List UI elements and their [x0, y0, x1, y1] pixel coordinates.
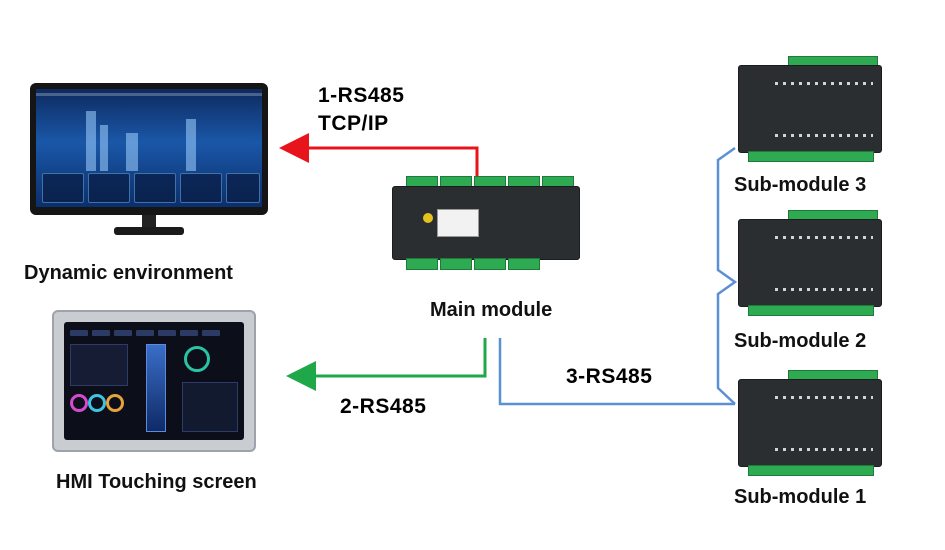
monitor-frame — [30, 83, 268, 215]
screen-card — [88, 173, 130, 203]
link3-line — [498, 338, 735, 406]
screen-topbar — [36, 93, 262, 96]
terminal-block — [406, 258, 438, 270]
hmi-tab — [114, 330, 132, 336]
main-module-body — [392, 186, 580, 260]
hmi-tab — [158, 330, 176, 336]
screen-card — [180, 173, 222, 203]
pin-row — [775, 82, 873, 85]
terminal-block — [748, 151, 874, 162]
hmi-gauge — [88, 394, 106, 412]
pin-row — [775, 396, 873, 399]
monitor-neck — [142, 215, 156, 229]
sub-module-2-device — [738, 210, 882, 316]
hmi-cabinet — [146, 344, 166, 432]
hmi-panel — [70, 344, 128, 386]
sub-module-1-label: Sub-module 1 — [734, 486, 867, 508]
dynamic-environment-label: Dynamic environment — [24, 262, 233, 284]
hmi-tab — [180, 330, 198, 336]
screen-card — [226, 173, 260, 203]
link2-label: 2-RS485 — [340, 395, 427, 418]
link1-label-line1: 1-RS485 — [318, 84, 405, 107]
main-module-device — [392, 176, 580, 270]
hmi-device — [52, 310, 256, 452]
main-module-label: Main module — [430, 299, 553, 321]
hmi-chart-panel — [182, 382, 238, 432]
hmi-gauge — [70, 394, 88, 412]
terminal-block — [748, 305, 874, 316]
bus-line — [716, 146, 738, 405]
screen-building — [100, 125, 108, 171]
pin-row — [775, 448, 873, 451]
terminal-block — [748, 465, 874, 476]
pin-row — [775, 236, 873, 239]
link1-line — [279, 133, 479, 176]
screen-building — [186, 119, 196, 171]
sub-module-3-label: Sub-module 3 — [734, 174, 867, 196]
hmi-tab — [70, 330, 88, 336]
screen-building — [86, 111, 96, 171]
screen-card — [42, 173, 84, 203]
link3-label: 3-RS485 — [566, 365, 653, 388]
terminal-block — [508, 258, 540, 270]
terminal-block — [474, 258, 506, 270]
sub-module-3-device — [738, 56, 882, 162]
main-module-indicator — [423, 213, 433, 223]
main-module-plate — [437, 209, 479, 237]
hmi-tab — [202, 330, 220, 336]
hmi-gauge — [184, 346, 210, 372]
sub-module-body — [738, 219, 882, 307]
hmi-gauge — [106, 394, 124, 412]
pin-row — [775, 134, 873, 137]
screen-building — [126, 133, 138, 171]
hmi-tab — [92, 330, 110, 336]
monitor-screen — [36, 89, 262, 207]
hmi-screen — [64, 322, 244, 440]
hmi-label: HMI Touching screen — [56, 471, 257, 493]
sub-module-body — [738, 65, 882, 153]
sub-module-2-label: Sub-module 2 — [734, 330, 867, 352]
monitor-device — [30, 83, 268, 241]
pin-row — [775, 288, 873, 291]
hmi-tab — [136, 330, 154, 336]
sub-module-1-device — [738, 370, 882, 476]
terminal-block — [440, 258, 472, 270]
link2-line — [286, 338, 487, 391]
link1-label-line2: TCP/IP — [318, 112, 389, 135]
monitor-stand — [114, 227, 184, 235]
sub-module-body — [738, 379, 882, 467]
screen-card — [134, 173, 176, 203]
